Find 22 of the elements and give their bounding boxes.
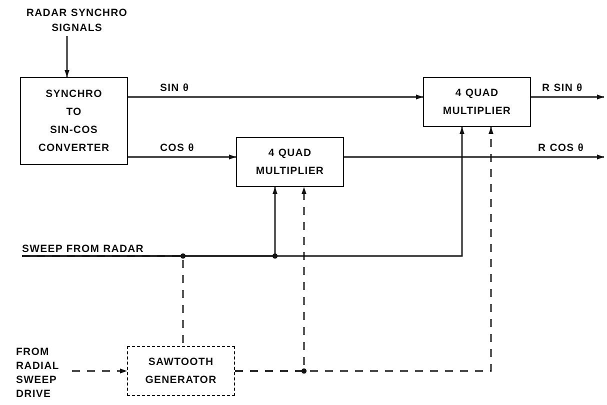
- arrow: [128, 94, 423, 100]
- box-label: 4 QUAD MULTIPLIER: [442, 86, 512, 119]
- arrow: [531, 94, 604, 100]
- process-box: [20, 77, 128, 165]
- edge-label: SIN θ: [160, 82, 190, 94]
- arrow: [128, 154, 236, 160]
- arrow: [344, 154, 604, 160]
- arrow: [64, 36, 70, 77]
- box-label: 4 QUAD MULTIPLIER: [254, 146, 326, 179]
- dashed-process-box: [127, 346, 235, 396]
- signal-label: FROM RADIAL SWEEP DRIVE: [16, 345, 60, 401]
- edge-label: R COS θ: [538, 142, 584, 154]
- box-label: SYNCHRO TO SIN-COS CONVERTER: [37, 87, 111, 156]
- dashed-arrow: [72, 368, 127, 374]
- process-box: [236, 137, 344, 187]
- signal-label: RADAR SYNCHRO SIGNALS: [25, 6, 129, 36]
- signal-label: SWEEP FROM RADAR: [22, 243, 145, 256]
- edge-label: COS θ: [160, 142, 194, 154]
- process-box: [423, 77, 531, 127]
- dashed-arrow: [235, 127, 494, 372]
- box-label: SAWTOOTH GENERATOR: [144, 355, 218, 388]
- edge-label: R SIN θ: [542, 82, 583, 94]
